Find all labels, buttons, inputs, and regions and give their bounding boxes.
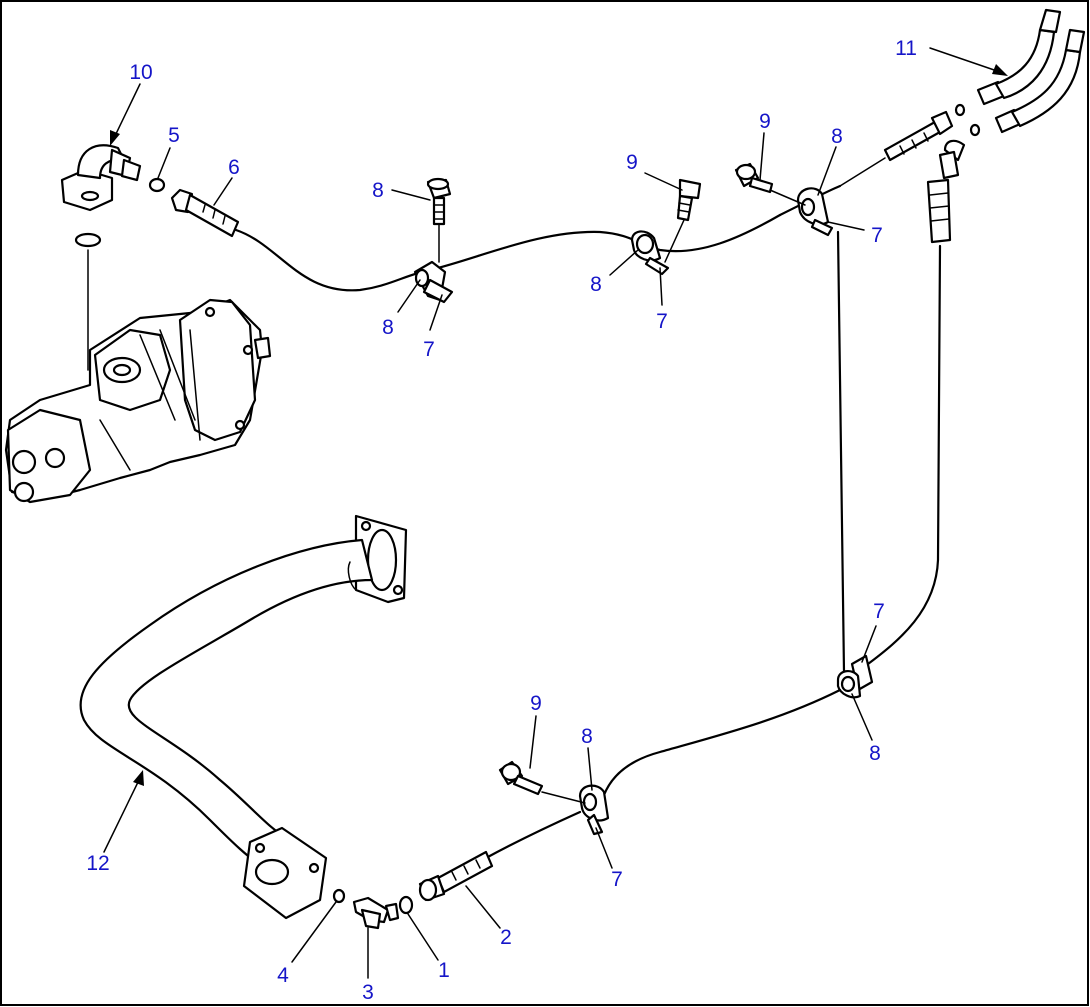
callout-8-middle: 8 [590, 273, 602, 296]
callout-10: 10 [129, 61, 152, 84]
callout-8-left: 8 [382, 316, 394, 339]
callout-7-middle: 7 [656, 310, 668, 333]
callout-5: 5 [168, 124, 180, 147]
clamp-right-upper [796, 187, 834, 237]
tubes-part-11 [969, 8, 1086, 137]
bolt-left [426, 177, 452, 263]
callout-9-lower: 9 [530, 692, 542, 715]
leader-lines [103, 47, 1008, 979]
bolt-middle [664, 178, 702, 263]
callout-7-lower: 7 [611, 868, 623, 891]
callout-11: 11 [895, 37, 917, 60]
o-ring-part-4 [332, 888, 346, 904]
hose-end-part-2 [418, 850, 494, 902]
callout-12: 12 [86, 852, 109, 875]
lower-hose [602, 688, 842, 797]
callout-2: 2 [500, 926, 512, 949]
callout-7-right-upper: 7 [871, 224, 883, 247]
hose-part-6 [170, 184, 842, 292]
callout-8-right-upper: 8 [831, 125, 843, 148]
clamp-middle [630, 230, 670, 276]
hydraulic-pump [4, 232, 272, 504]
callout-1: 1 [438, 959, 450, 982]
callout-4: 4 [277, 964, 289, 987]
vertical-hose-right [866, 139, 966, 666]
clamp-right-lower [836, 654, 874, 699]
o-ring-part-1 [398, 895, 414, 915]
callout-8-right-lower: 8 [869, 742, 881, 765]
lower-hose-segment [484, 810, 582, 860]
clamp-left [413, 260, 454, 304]
vertical-hose-left [836, 230, 846, 674]
bolt-lower [498, 760, 586, 804]
callout-8-lower: 8 [581, 725, 593, 748]
elbow-part-3 [352, 896, 400, 930]
callout-labels: 10 5 6 8 8 7 9 8 7 9 8 7 11 7 8 9 8 7 12… [86, 37, 917, 1004]
callout-3: 3 [362, 981, 374, 1004]
callout-7-right-lower: 7 [873, 600, 885, 623]
clamp-lower [578, 784, 610, 836]
upper-right-fitting [839, 103, 966, 187]
callout-9-right-upper: 9 [759, 110, 771, 133]
o-ring-part-5 [148, 177, 166, 193]
callout-9-left: 8 [372, 179, 384, 202]
elbow-fitting-part-10 [60, 144, 142, 212]
callout-9-middle: 9 [626, 151, 638, 174]
callout-7-left: 7 [423, 338, 435, 361]
bolt-right-upper [734, 162, 806, 206]
callout-6: 6 [228, 156, 240, 179]
pipe-part-12 [79, 514, 408, 920]
